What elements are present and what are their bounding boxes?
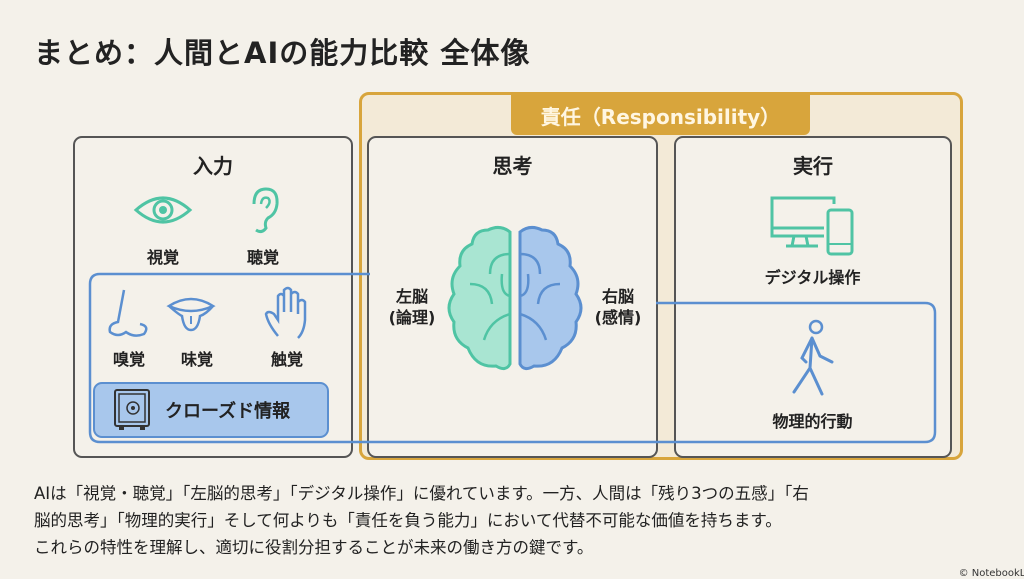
walking-person-icon: [792, 319, 834, 396]
left-brain-label: 左脳 (論理): [384, 286, 440, 328]
safe-icon: [114, 389, 150, 430]
hand-icon: [264, 286, 307, 339]
execution-box: 実行: [674, 136, 952, 458]
nose-icon: [108, 289, 148, 337]
responsibility-label: 責任（Responsibility）: [511, 95, 810, 135]
eye-icon: [133, 196, 193, 224]
tongue-icon: [166, 297, 216, 332]
right-brain-sub: (感情): [594, 308, 642, 327]
input-heading: 入力: [193, 154, 233, 178]
brain-icon: [447, 225, 583, 371]
left-brain-sub: (論理): [388, 308, 436, 327]
digital-operation-label: デジタル操作: [764, 268, 861, 287]
devices-icon: [770, 196, 854, 256]
footer-watermark: © NotebookLM: [958, 568, 1024, 579]
left-brain-title: 左脳: [395, 287, 428, 306]
label-taste: 味覚: [180, 350, 213, 369]
label-touch: 触覚: [270, 350, 303, 369]
label-sight: 視覚: [146, 248, 179, 267]
right-brain-label: 右脳 (感情): [590, 286, 646, 328]
summary-line-1: AIは「視覚・聴覚」「左脳的思考」「デジタル操作」に優れています。一方、人間は「…: [34, 484, 809, 503]
ear-icon: [252, 187, 279, 234]
label-hearing: 聴覚: [246, 248, 279, 267]
closed-info-box: クローズド情報: [93, 382, 329, 438]
label-smell: 嗅覚: [112, 350, 145, 369]
execution-heading: 実行: [793, 154, 833, 178]
summary-line-3: これらの特性を理解し、適切に役割分担することが未来の働き方の鍵です。: [34, 538, 594, 557]
summary-text: AIは「視覚・聴覚」「左脳的思考」「デジタル操作」に優れています。一方、人間は「…: [34, 480, 1004, 561]
page-title: まとめ：人間とAIの能力比較 全体像: [34, 36, 531, 70]
thinking-heading: 思考: [492, 154, 533, 178]
closed-info-label: クローズド情報: [165, 401, 291, 422]
right-brain-title: 右脳: [601, 287, 634, 306]
summary-line-2: 脳的思考」「物理的実行」そして何よりも「責任を負う能力」において代替不可能な価値…: [34, 511, 782, 530]
thinking-box: 思考: [367, 136, 658, 458]
physical-action-label: 物理的行動: [772, 412, 853, 431]
